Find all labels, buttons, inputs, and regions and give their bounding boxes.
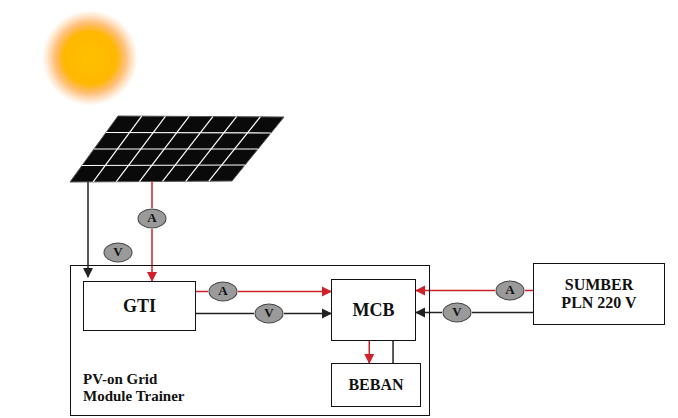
node-label: SUMBER PLN 220 V: [553, 276, 645, 313]
voltmeter: V: [103, 242, 133, 263]
meter-letter: A: [147, 211, 156, 226]
ammeter: A: [208, 281, 238, 302]
panel-wire-positive: [151, 181, 153, 208]
meter-letter: A: [218, 284, 227, 299]
panel-wire-negative: [87, 182, 89, 277]
grid-line: [106, 132, 271, 134]
grid-line: [93, 116, 142, 182]
voltmeter: V: [442, 302, 472, 323]
grid-line: [209, 117, 260, 181]
grid-line: [186, 117, 237, 182]
meter-letter: A: [505, 283, 514, 298]
load-box: BEBAN: [331, 363, 421, 407]
wire: [196, 291, 208, 293]
wire: [525, 290, 533, 292]
trainer-module: PV-on Grid Module Trainer GTI A V MCB BEBAN: [70, 265, 430, 416]
grid-line: [94, 148, 258, 149]
node-label: PV-on Grid Module Trainer: [83, 371, 205, 406]
node-label: MCB: [353, 300, 395, 321]
ammeter: A: [137, 208, 167, 229]
node-label: GTI: [123, 296, 156, 317]
grid-line: [116, 116, 165, 181]
grid-source-box: SUMBER PLN 220 V: [533, 263, 665, 325]
wire: [238, 291, 331, 293]
node-label: BEBAN: [348, 376, 403, 394]
meter-letter: V: [113, 245, 122, 260]
wire: [369, 341, 371, 363]
breaker-box: MCB: [331, 279, 416, 341]
panel-grid: [82, 116, 271, 182]
sun: [42, 10, 138, 106]
meter-letter: V: [264, 306, 273, 321]
ammeter: A: [495, 280, 525, 301]
inverter-box: GTI: [83, 281, 196, 331]
meter-letter: V: [452, 305, 461, 320]
wire: [392, 341, 394, 363]
wire: [416, 312, 442, 314]
wire: [196, 313, 254, 315]
grid-line: [139, 116, 189, 181]
wire: [151, 229, 153, 281]
wire: [472, 312, 533, 314]
solar-panel: [70, 116, 284, 182]
voltmeter: V: [254, 303, 284, 324]
wire: [416, 290, 495, 292]
wire: [284, 313, 331, 315]
grid-line: [163, 117, 213, 182]
